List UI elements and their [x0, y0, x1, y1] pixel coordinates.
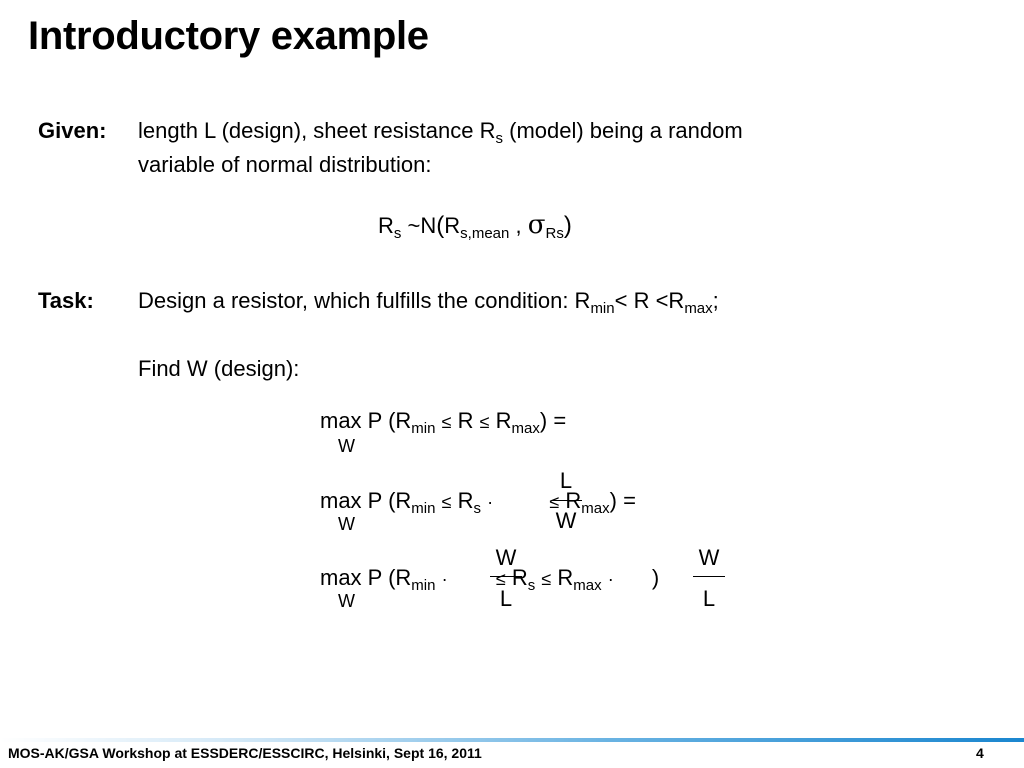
close-paren: ) — [539, 408, 548, 433]
dot-operator: · — [607, 569, 614, 589]
leq-symbol: ≤ — [479, 412, 490, 432]
min-sub: min — [411, 577, 436, 594]
w-subscript-2: W — [338, 514, 355, 534]
r-min: R — [395, 565, 412, 590]
s-sub: s — [473, 500, 482, 517]
dot-operator: · — [487, 492, 494, 512]
given-line-2: variable of normal distribution: — [138, 152, 432, 177]
r-max: R — [495, 408, 512, 433]
leq-symbol: ≤ — [495, 569, 506, 589]
comma: , — [515, 213, 522, 238]
task-max-sub: max — [684, 300, 713, 317]
given-line-1-sub: s — [495, 130, 504, 147]
given-line-1: length L (design), sheet resistance Rs (… — [138, 118, 743, 147]
s-sub: s — [527, 577, 536, 594]
r-max: R — [565, 488, 582, 513]
r-min: R — [395, 408, 412, 433]
leq-symbol: ≤ — [441, 492, 452, 512]
normal-symbol: ~N — [407, 213, 437, 238]
min-sub: min — [411, 500, 436, 517]
dot-operator: · — [441, 569, 448, 589]
rs-symbol: R — [378, 213, 394, 238]
equals-sign: = — [553, 408, 567, 433]
given-line-1-text-b: (model) being a random — [503, 118, 743, 143]
leq-symbol: ≤ — [549, 492, 560, 512]
task-text-a: Design a resistor, which fulfills the co… — [138, 288, 591, 313]
equation-3: max P (Rmin · ≤ Rs ≤ Rmax · ) — [320, 565, 660, 594]
open-paren: ( — [388, 488, 396, 513]
equation-1: max P (Rmin ≤ R ≤ Rmax) = — [320, 408, 567, 437]
open-paren: ( — [388, 408, 396, 433]
footer-rule — [0, 738, 1024, 742]
max-sub: max — [511, 420, 540, 437]
leq-symbol: ≤ — [441, 412, 452, 432]
close-paren: ) — [651, 565, 660, 590]
footer-text: MOS-AK/GSA Workshop at ESSDERC/ESSCIRC, … — [8, 745, 482, 761]
task-label: Task: — [38, 288, 94, 313]
open-paren: ( — [436, 212, 445, 239]
r-symbol: R — [457, 408, 474, 433]
mean-sub: s,mean — [460, 225, 510, 242]
fraction-numerator-w: W — [495, 545, 517, 570]
fraction-bar-2 — [693, 576, 725, 577]
max-sub: max — [573, 577, 602, 594]
max-p: max P — [320, 408, 382, 433]
max-p: max P — [320, 488, 382, 513]
task-min-sub: min — [590, 300, 615, 317]
open-paren: ( — [388, 565, 396, 590]
r-s: R — [511, 565, 528, 590]
task-text-b: < R <R — [614, 288, 685, 313]
page-number: 4 — [976, 745, 984, 761]
min-sub: min — [411, 420, 436, 437]
w-subscript-3: W — [338, 591, 355, 611]
sigma-sub: Rs — [545, 225, 564, 242]
sigma-symbol: σ — [527, 210, 546, 240]
fraction-denominator-w: W — [555, 508, 577, 533]
distribution-formula: Rs ~N(Rs,mean , σRs) — [378, 210, 572, 241]
fraction-denominator-l: L — [499, 586, 513, 611]
task-text: Design a resistor, which fulfills the co… — [138, 288, 719, 317]
r-max: R — [557, 565, 574, 590]
close-paren: ) — [609, 488, 617, 513]
r-s: R — [457, 488, 474, 513]
fraction-numerator-w-2: W — [698, 545, 720, 570]
w-subscript-1: W — [338, 436, 355, 456]
rs-sub: s — [393, 225, 402, 242]
max-p: max P — [320, 565, 382, 590]
fraction-bar — [490, 576, 522, 577]
find-text: Find W (design): — [138, 356, 300, 381]
task-text-c: ; — [712, 288, 719, 313]
r-symbol: R — [444, 213, 461, 238]
fraction-bar — [552, 500, 582, 501]
given-line-1-text-a: length L (design), sheet resistance R — [138, 118, 496, 143]
given-label: Given: — [38, 118, 107, 143]
equals-sign: = — [623, 488, 636, 513]
leq-symbol: ≤ — [541, 569, 552, 589]
fraction-denominator-l-2: L — [702, 586, 716, 611]
page-title: Introductory example — [28, 14, 429, 58]
r-min: R — [395, 488, 412, 513]
max-sub: max — [581, 500, 610, 517]
equation-2: max P (Rmin ≤ Rs · ≤ Rmax) = — [320, 488, 636, 517]
close-paren: ) — [563, 212, 572, 239]
fraction-numerator-l: L — [559, 468, 573, 493]
